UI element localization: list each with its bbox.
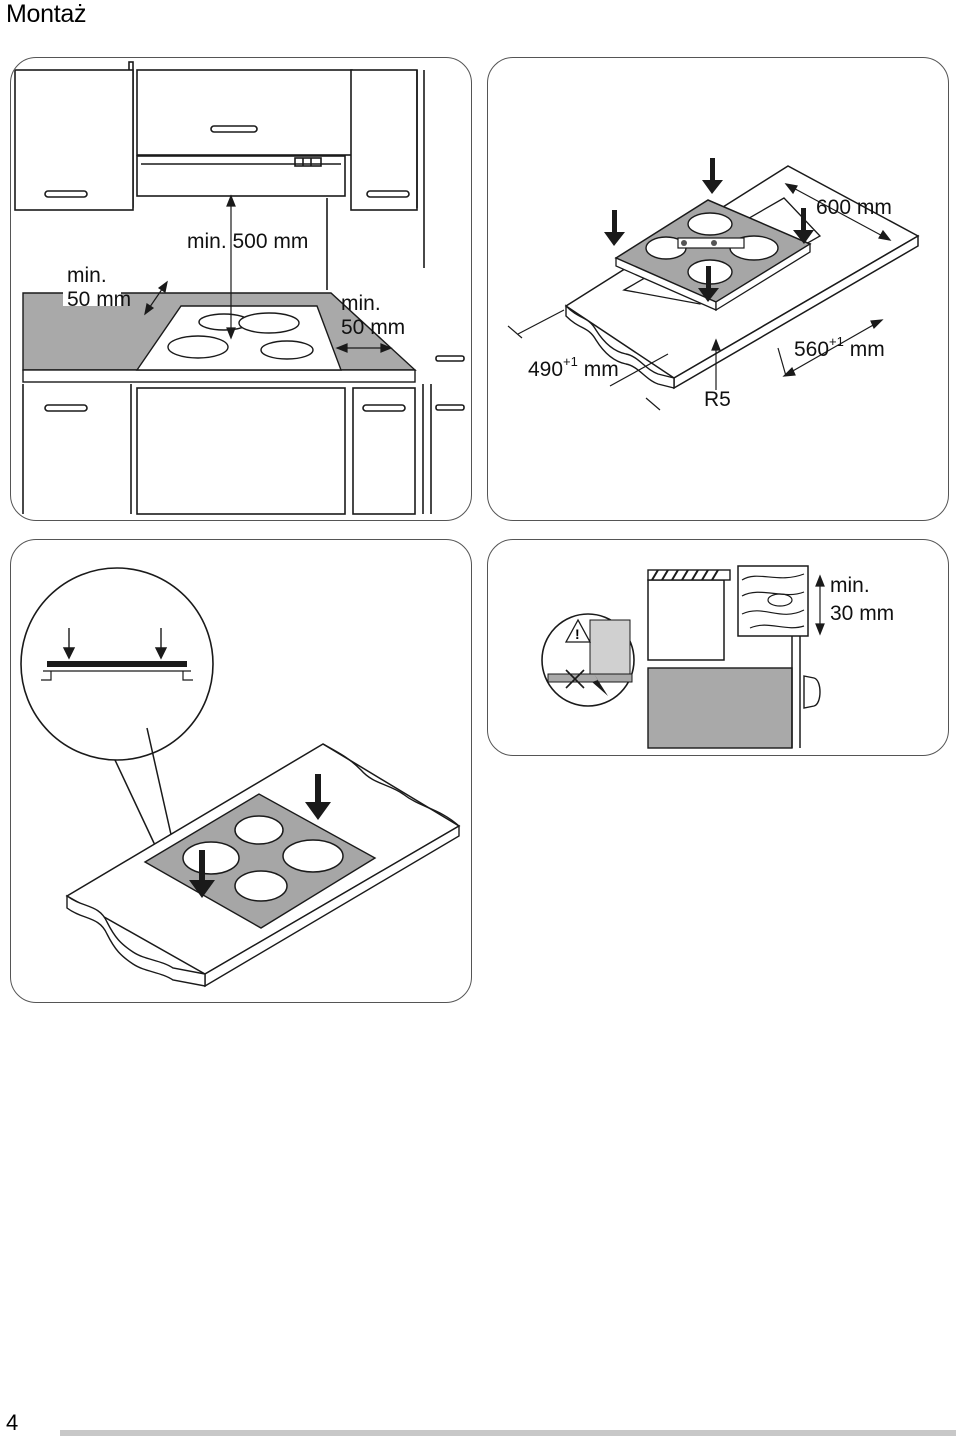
figure-hob-placement bbox=[10, 539, 472, 1003]
label-left-min-line2: 50 mm bbox=[67, 288, 131, 311]
figure-seal-clearance: ! min. 3 bbox=[487, 539, 949, 756]
label-left-min-line1: min. bbox=[67, 264, 107, 287]
label-right-min-line1: min. bbox=[341, 292, 381, 315]
warning-icon: ! bbox=[575, 626, 580, 642]
label-490: 490+1 mm bbox=[528, 354, 619, 381]
cutout-illustration: 600 mm 490+1 mm 560+1 mm R5 bbox=[507, 158, 920, 411]
label-600mm: 600 mm bbox=[816, 196, 892, 219]
label-right-min-line2: 50 mm bbox=[341, 316, 405, 339]
seal-illustration: ! min. 3 bbox=[541, 565, 894, 749]
label-min-line2: 30 mm bbox=[830, 602, 894, 625]
figure-kitchen-clearances: min. 500 mm min. 50 mm min. 50 mm bbox=[10, 57, 472, 521]
label-r5: R5 bbox=[704, 388, 731, 411]
label-min-line1: min. bbox=[830, 574, 870, 597]
page-number: 4 bbox=[6, 1410, 19, 1435]
page-title: Montaż bbox=[6, 0, 87, 28]
footer-divider bbox=[60, 1430, 956, 1436]
kitchen-illustration: min. 500 mm min. 50 mm min. 50 mm bbox=[14, 61, 465, 515]
label-min-500: min. 500 mm bbox=[187, 230, 308, 253]
label-560: 560+1 mm bbox=[794, 334, 885, 361]
figure-cutout-dimensions: 600 mm 490+1 mm 560+1 mm R5 bbox=[487, 57, 949, 521]
placement-illustration bbox=[20, 567, 461, 988]
